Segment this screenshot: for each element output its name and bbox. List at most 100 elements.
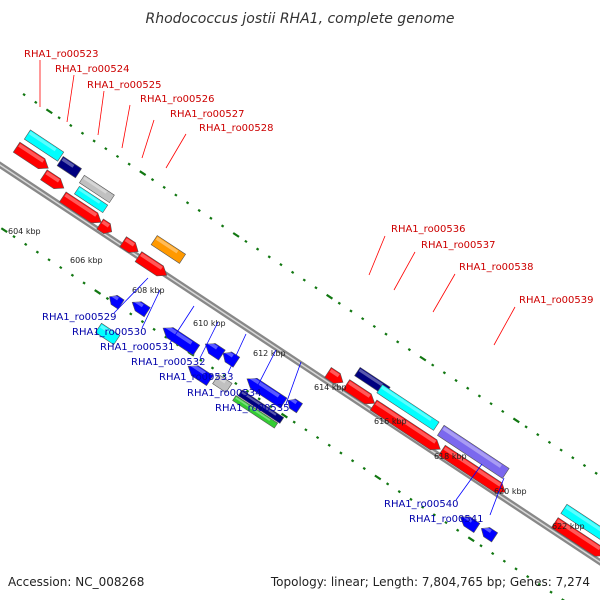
gene-arrow-blue-1[interactable] — [106, 292, 125, 310]
gene-shine — [565, 505, 600, 537]
gene-shape[interactable] — [478, 524, 499, 543]
gene-arrow-red-3[interactable] — [59, 191, 104, 227]
gene-callouts: RHA1_ro00523RHA1_ro00524RHA1_ro00525RHA1… — [24, 49, 594, 525]
gene-arrow-red-2[interactable] — [40, 169, 68, 193]
gene-box-navy-2[interactable] — [237, 389, 285, 424]
gene-shape[interactable] — [160, 323, 201, 356]
gene-arrow-red-4[interactable] — [96, 218, 115, 237]
gene-shape[interactable] — [96, 218, 115, 237]
gene-arrow-blue-7[interactable] — [244, 374, 288, 409]
tick — [547, 440, 552, 444]
gene-shape[interactable] — [369, 399, 443, 454]
gene-shape[interactable] — [560, 503, 600, 547]
gene-shape[interactable] — [78, 174, 115, 204]
gene-box-cyan-3[interactable] — [94, 322, 121, 346]
tick — [559, 448, 563, 452]
gene-shape[interactable] — [59, 191, 104, 227]
gene-shape[interactable] — [94, 322, 121, 346]
gene-box-gray-1[interactable] — [78, 174, 115, 204]
gene-shape[interactable] — [285, 396, 303, 414]
gene-shape[interactable] — [23, 129, 65, 162]
reverse-gene-label[interactable]: RHA1_ro00531 — [100, 342, 175, 353]
tick — [199, 358, 203, 362]
gene-shape[interactable] — [56, 156, 82, 179]
gene-box-orange-1[interactable] — [150, 235, 186, 264]
gene-shape[interactable] — [237, 389, 285, 424]
gene-shape[interactable] — [244, 374, 288, 409]
tick — [536, 432, 540, 437]
reverse-gene-label[interactable]: RHA1_ro00529 — [42, 312, 117, 323]
gene-shape[interactable] — [185, 361, 214, 387]
tick — [24, 242, 28, 246]
gene-box-cyan-4[interactable] — [376, 384, 440, 431]
tick — [152, 327, 156, 331]
gene-shape[interactable] — [324, 367, 347, 387]
gene-shape[interactable] — [134, 251, 170, 281]
gene-box-cyan-2[interactable] — [74, 185, 109, 214]
tick — [0, 227, 8, 234]
reverse-gene-label[interactable]: RHA1_ro00533 — [159, 372, 234, 383]
gene-arrow-blue-3[interactable] — [160, 323, 201, 356]
gene-shape[interactable] — [12, 141, 51, 173]
gene-shape[interactable] — [150, 235, 186, 264]
gene-shape[interactable] — [40, 169, 68, 193]
gene-shape[interactable] — [342, 379, 378, 409]
tick — [537, 582, 542, 586]
gene-shape[interactable] — [119, 236, 142, 257]
gene-arrow-blue-9[interactable] — [457, 512, 481, 533]
forward-gene-label[interactable]: RHA1_ro00539 — [519, 295, 594, 306]
gene-box-navy-1[interactable] — [56, 156, 82, 179]
forward-gene-label[interactable]: RHA1_ro00524 — [55, 64, 130, 75]
gene-arrow-red-7[interactable] — [324, 367, 347, 387]
reverse-gene-label[interactable]: RHA1_ro00541 — [409, 514, 484, 525]
gene-shape[interactable] — [438, 444, 509, 497]
gene-shape[interactable] — [437, 424, 510, 479]
gene-shape[interactable] — [232, 395, 279, 429]
tick — [454, 378, 458, 383]
gene-box-cyan-1[interactable] — [23, 129, 65, 162]
gene-arrow-red-8[interactable] — [342, 379, 378, 409]
gene-shape[interactable] — [212, 374, 233, 393]
reverse-gene-label[interactable]: RHA1_ro00530 — [72, 327, 147, 338]
reverse-gene-label[interactable]: RHA1_ro00534 — [187, 388, 262, 399]
tick — [397, 490, 401, 494]
gene-shape[interactable] — [106, 292, 125, 310]
gene-box-purple-1[interactable] — [437, 424, 510, 479]
gene-arrow-red-1[interactable] — [12, 141, 51, 173]
gene-shape[interactable] — [376, 384, 440, 431]
tick — [80, 131, 85, 135]
tick — [174, 193, 178, 197]
forward-gene-label[interactable]: RHA1_ro00523 — [24, 49, 99, 60]
gene-shine — [133, 299, 144, 308]
forward-gene-label[interactable]: RHA1_ro00525 — [87, 80, 162, 91]
reverse-gene-label[interactable]: RHA1_ro00535 — [215, 403, 290, 414]
callout-line — [141, 289, 161, 329]
forward-gene-label[interactable]: RHA1_ro00537 — [421, 240, 496, 251]
tick — [197, 208, 201, 213]
forward-gene-label[interactable]: RHA1_ro00526 — [140, 94, 215, 105]
gene-arrow-red-9[interactable] — [369, 399, 443, 454]
gene-arrow-blue-10[interactable] — [478, 524, 499, 543]
gene-box-gray-2[interactable] — [212, 374, 233, 393]
forward-gene-label[interactable]: RHA1_ro00528 — [199, 123, 274, 134]
forward-gene-label[interactable]: RHA1_ro00527 — [170, 109, 245, 120]
reverse-gene-label[interactable]: RHA1_ro00532 — [131, 357, 206, 368]
forward-gene-label[interactable]: RHA1_ro00538 — [459, 262, 534, 273]
forward-gene-label[interactable]: RHA1_ro00536 — [391, 224, 466, 235]
reverse-gene-label[interactable]: RHA1_ro00540 — [384, 499, 459, 510]
gene-shape[interactable] — [457, 512, 481, 533]
gene-arrow-red-5[interactable] — [119, 236, 142, 257]
gene-arrow-blue-2[interactable] — [129, 298, 151, 318]
gene-shape[interactable] — [74, 185, 109, 214]
callout-line — [285, 361, 302, 405]
gene-shape[interactable] — [129, 298, 151, 318]
gene-box-green-1[interactable] — [232, 395, 279, 429]
gene-arrow-blue-8[interactable] — [285, 396, 303, 414]
tick — [279, 263, 283, 267]
gene-arrow-blue-6[interactable] — [185, 361, 214, 387]
tick — [432, 513, 436, 517]
tick — [491, 551, 495, 556]
gene-box-cyan-5[interactable] — [560, 503, 600, 547]
gene-arrow-red-10[interactable] — [438, 444, 509, 497]
gene-arrow-red-6[interactable] — [134, 251, 170, 281]
